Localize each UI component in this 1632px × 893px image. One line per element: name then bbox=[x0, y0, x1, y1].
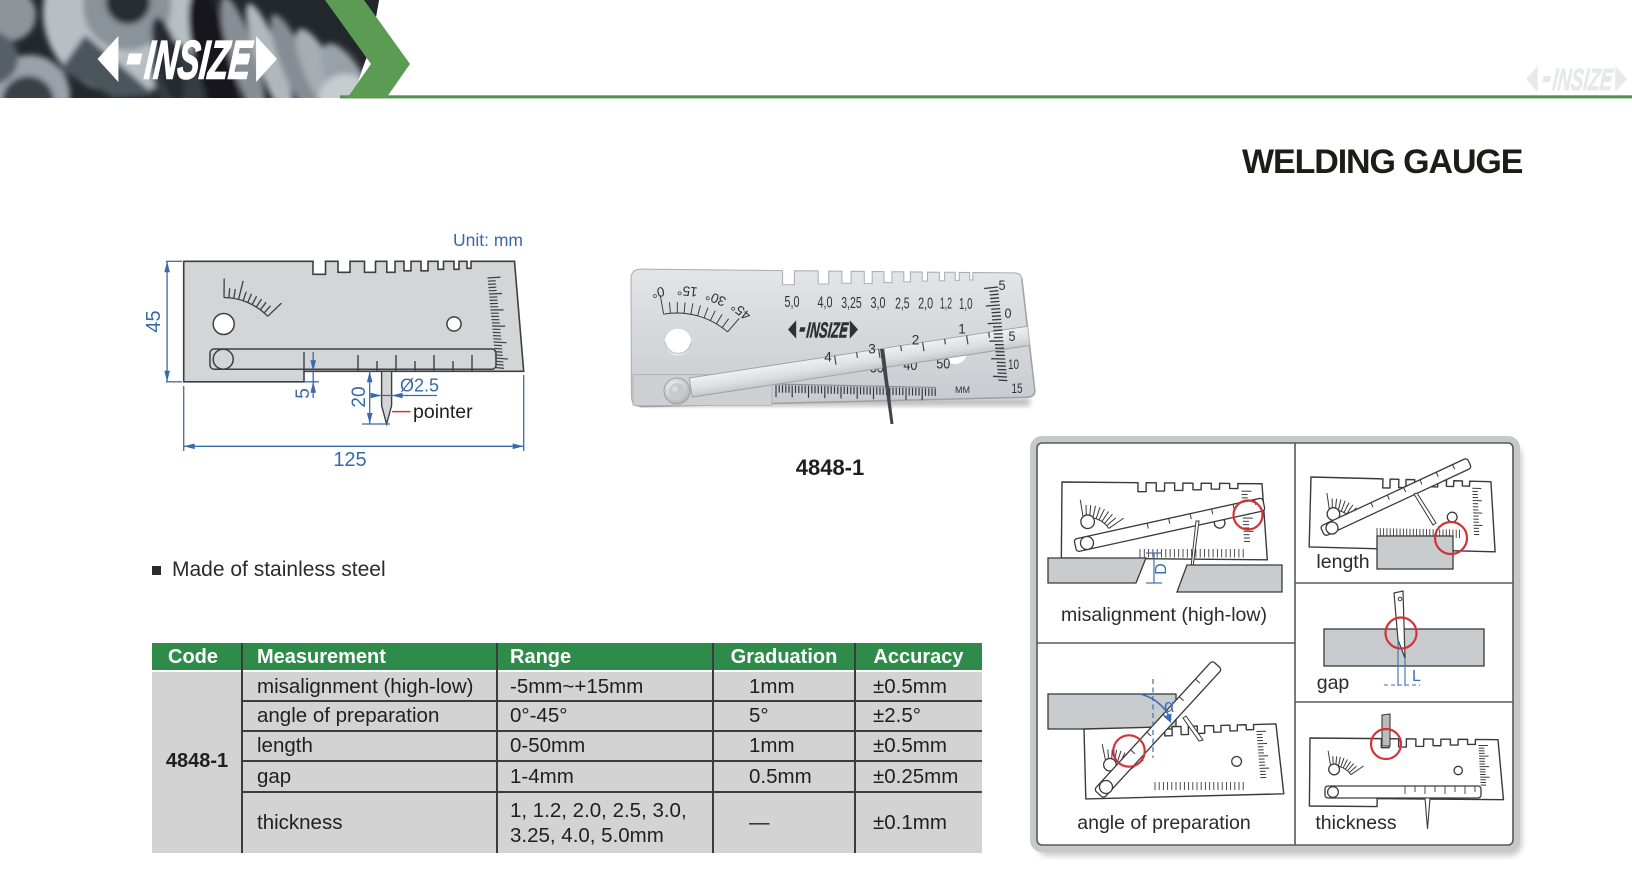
svg-text:pointer: pointer bbox=[413, 401, 473, 423]
svg-text:MM: MM bbox=[955, 385, 970, 395]
svg-text:2,0: 2,0 bbox=[918, 296, 933, 313]
svg-text:4: 4 bbox=[824, 350, 832, 365]
svg-text:3,0: 3,0 bbox=[871, 295, 886, 312]
svg-text:0°: 0° bbox=[650, 284, 666, 301]
svg-text:45: 45 bbox=[143, 310, 165, 332]
svg-text:thickness: thickness bbox=[1315, 812, 1397, 834]
svg-text:angle of preparation: angle of preparation bbox=[1077, 812, 1250, 834]
svg-text:20: 20 bbox=[349, 386, 370, 407]
svg-text:Ø2.5: Ø2.5 bbox=[400, 376, 439, 396]
svg-text:0: 0 bbox=[1005, 305, 1012, 321]
svg-text:2,5: 2,5 bbox=[895, 295, 910, 312]
svg-text:2: 2 bbox=[912, 332, 920, 347]
svg-text:Unit: mm: Unit: mm bbox=[453, 230, 523, 250]
svg-text:L: L bbox=[1412, 668, 1421, 685]
svg-text:10: 10 bbox=[1008, 356, 1019, 372]
svg-text:INSIZE: INSIZE bbox=[1551, 62, 1615, 97]
svg-text:1,2: 1,2 bbox=[940, 296, 952, 313]
svg-text:α: α bbox=[1164, 696, 1174, 716]
svg-text:1: 1 bbox=[958, 322, 966, 337]
svg-text:misalignment (high-low): misalignment (high-low) bbox=[1061, 604, 1267, 626]
svg-text:50: 50 bbox=[936, 357, 950, 373]
svg-text:3: 3 bbox=[868, 342, 876, 357]
svg-text:5: 5 bbox=[293, 388, 314, 399]
svg-text:5,0: 5,0 bbox=[785, 294, 800, 311]
svg-text:D: D bbox=[1153, 563, 1170, 575]
svg-text:3,25: 3,25 bbox=[841, 295, 862, 312]
svg-text:15: 15 bbox=[1012, 380, 1023, 396]
svg-text:5: 5 bbox=[1009, 328, 1016, 344]
svg-text:gap: gap bbox=[1317, 672, 1350, 694]
svg-text:5: 5 bbox=[999, 277, 1006, 293]
svg-text:30°: 30° bbox=[704, 288, 729, 310]
svg-text:INSIZE: INSIZE bbox=[805, 317, 850, 342]
svg-text:15°: 15° bbox=[676, 283, 698, 300]
svg-text:4,0: 4,0 bbox=[818, 295, 833, 312]
svg-text:length: length bbox=[1316, 551, 1369, 573]
svg-text:INSIZE: INSIZE bbox=[142, 29, 255, 90]
svg-text:125: 125 bbox=[333, 449, 366, 471]
svg-text:1,0: 1,0 bbox=[959, 296, 973, 313]
